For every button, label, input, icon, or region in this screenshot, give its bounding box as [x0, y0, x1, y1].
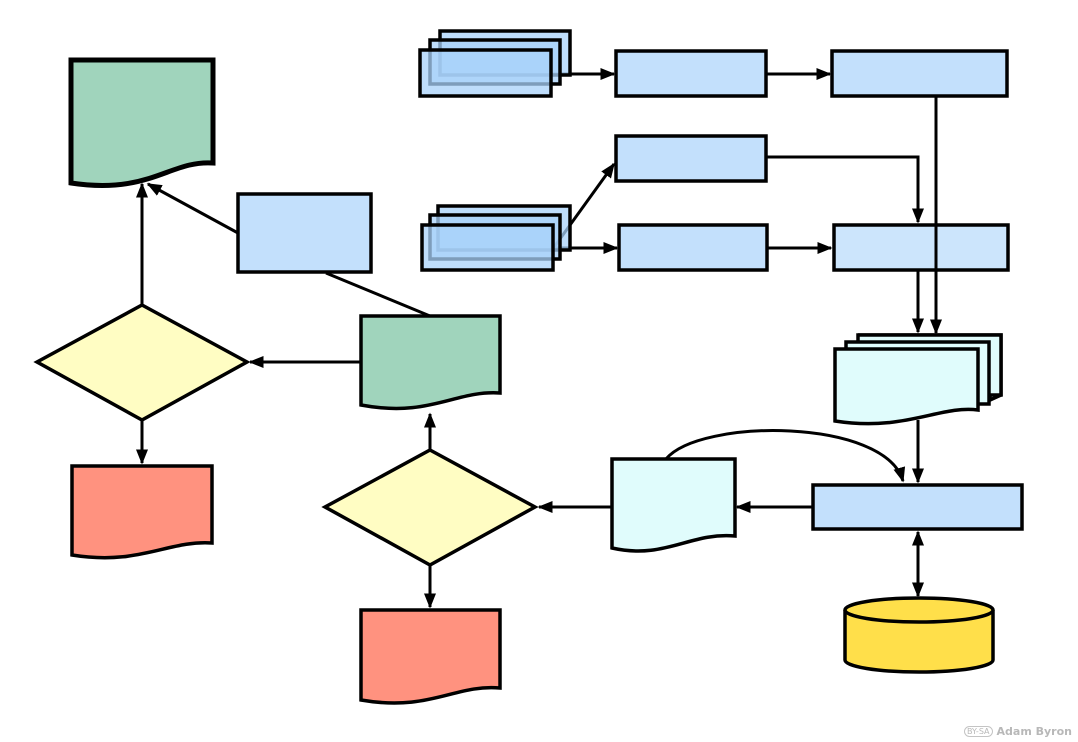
document-cyan[interactable] — [610, 457, 737, 553]
process-box-b[interactable] — [830, 49, 1009, 98]
multi-input-stack-1[interactable] — [418, 29, 572, 98]
document-red-bottom[interactable] — [359, 608, 502, 705]
process-box-e[interactable] — [832, 223, 1010, 272]
process-box-d[interactable] — [617, 223, 769, 272]
license-credit: BY-SA Adam Byron — [963, 725, 1072, 738]
process-box-a[interactable] — [614, 49, 768, 98]
line-green-doc-to-process-g — [325, 271, 431, 318]
multi-input-stack-2[interactable] — [420, 204, 572, 272]
arrow-process-g-to-top-doc — [146, 182, 239, 235]
author-name: Adam Byron — [996, 725, 1072, 738]
multi-document-stack[interactable] — [833, 333, 1003, 426]
decision-diamond-2[interactable] — [321, 448, 539, 567]
connectors — [136, 68, 924, 609]
arrow-curved-feedback — [664, 429, 906, 483]
database-cylinder[interactable] — [843, 596, 995, 674]
document-green-middle[interactable] — [359, 314, 502, 411]
document-green-top[interactable] — [68, 57, 216, 189]
document-red-left[interactable] — [70, 464, 214, 560]
process-box-g[interactable] — [236, 192, 373, 274]
cc-license-badge: BY-SA — [963, 726, 993, 737]
arrow-process-c-to-process-e — [766, 155, 924, 224]
process-box-c[interactable] — [614, 134, 768, 183]
process-box-f[interactable] — [811, 483, 1024, 531]
decision-diamond-1[interactable] — [33, 303, 251, 422]
